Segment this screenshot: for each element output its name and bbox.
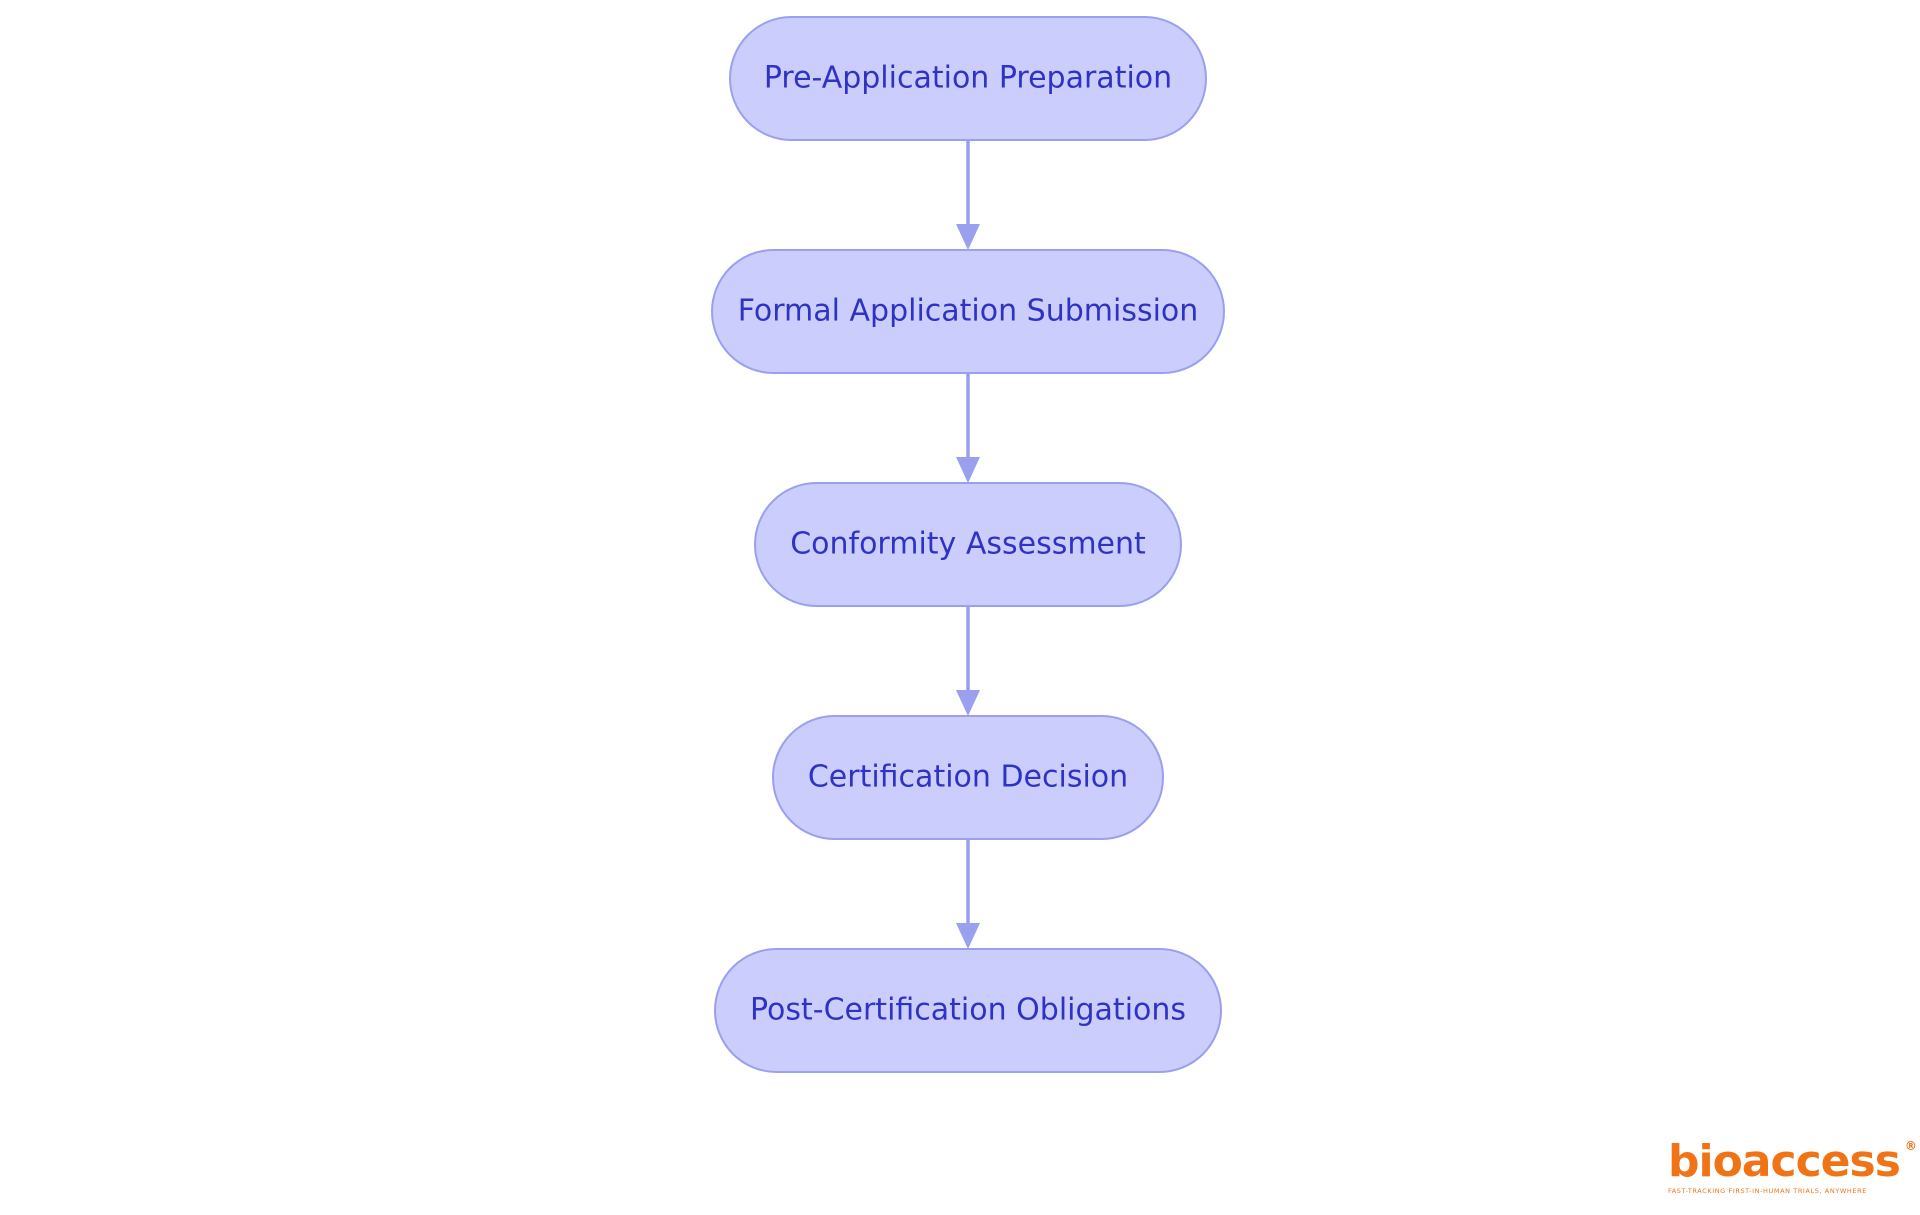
step-label: Conformity Assessment: [790, 527, 1146, 562]
arrow-3-to-4: [956, 606, 980, 716]
registered-mark-icon: ®: [1904, 1139, 1917, 1153]
bioaccess-logo: bioaccess ® FAST-TRACKING FIRST-IN-HUMAN…: [1668, 1140, 1917, 1196]
step-label: Certification Decision: [808, 760, 1128, 795]
step-formal-application-submission: Formal Application Submission: [711, 249, 1225, 374]
step-post-certification-obligations: Post-Certification Obligations: [714, 948, 1222, 1073]
arrow-1-to-2: [956, 140, 980, 250]
arrow-4-to-5: [956, 839, 980, 949]
step-pre-application-preparation: Pre-Application Preparation: [729, 16, 1207, 141]
step-label: Formal Application Submission: [738, 294, 1199, 329]
logo-wordmark: bioaccess ®: [1668, 1140, 1917, 1184]
arrow-2-to-3: [956, 373, 980, 483]
step-certification-decision: Certification Decision: [772, 715, 1164, 840]
step-conformity-assessment: Conformity Assessment: [754, 482, 1182, 607]
logo-name: bioaccess: [1668, 1136, 1901, 1187]
logo-tagline: FAST-TRACKING FIRST-IN-HUMAN TRIALS, ANY…: [1668, 1187, 1867, 1195]
connectors: [956, 140, 980, 949]
step-label: Pre-Application Preparation: [764, 61, 1172, 96]
step-label: Post-Certification Obligations: [750, 993, 1186, 1028]
